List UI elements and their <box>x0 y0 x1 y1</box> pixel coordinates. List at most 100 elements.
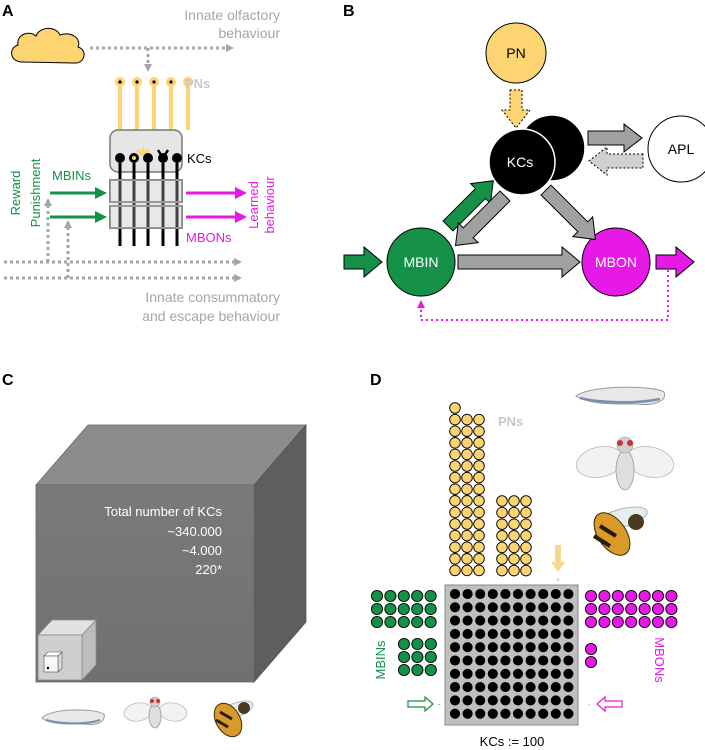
mbin-dot <box>411 650 424 664</box>
mbon-arrows-a <box>186 187 247 223</box>
kc-dot <box>475 588 486 600</box>
pn-dot <box>520 495 532 507</box>
kc-dot <box>563 695 574 706</box>
kc-dot <box>500 668 511 679</box>
mbin-dot-cluster <box>370 589 437 677</box>
pn-dot <box>473 437 485 449</box>
pn-input-arrow-d: + <box>551 545 565 585</box>
innate-olfactory-label-2: behaviour <box>219 25 281 41</box>
panel-d-letter: D <box>370 372 382 389</box>
pn-dot <box>520 564 532 577</box>
mbon-dot <box>584 655 598 669</box>
mbin-dot <box>397 637 411 651</box>
honeybee-icon <box>592 506 648 556</box>
pn-dot <box>449 437 461 449</box>
kc-dot <box>563 668 574 679</box>
kc-dot <box>462 628 473 639</box>
mbin-dot <box>397 663 411 677</box>
kc-dot <box>449 642 461 653</box>
kc-dot <box>475 642 486 653</box>
innate-consummatory-arrows <box>4 198 242 282</box>
pn-dot <box>461 437 473 449</box>
mbon-dot <box>584 642 598 656</box>
pn-dot <box>449 460 461 472</box>
kc-dot <box>475 615 486 626</box>
apl-node <box>647 115 705 183</box>
pn-dot <box>449 483 461 495</box>
mbon-dot <box>584 615 598 629</box>
pn-dot <box>449 564 461 577</box>
pn-node-label: PN <box>506 45 525 61</box>
kc-dot <box>475 695 486 706</box>
mbon-dot <box>584 589 598 603</box>
pn-dot <box>508 564 520 577</box>
kc-dot <box>500 602 511 613</box>
kc-dot <box>487 682 498 693</box>
kc-dot <box>487 642 498 653</box>
kc-dot <box>550 708 561 719</box>
kc-dot <box>487 655 498 666</box>
kc-dot <box>475 668 486 679</box>
panel-b: B PN KCs APL MBIN MBON <box>343 3 705 321</box>
kc-dot <box>538 602 549 613</box>
mbons-label-d: MBONs <box>652 637 667 683</box>
kc-dot <box>462 682 473 693</box>
kc-dot <box>538 655 549 666</box>
mbin-dot <box>411 663 424 677</box>
pn-dot <box>473 541 485 553</box>
innate-consummatory-label-1: Innate consummatory <box>145 289 280 305</box>
kc-dot <box>538 668 549 679</box>
kc-dot <box>500 695 511 706</box>
pn-dot <box>461 541 473 553</box>
kc-dot <box>449 682 461 693</box>
mbon-dot <box>625 615 638 629</box>
mbin-dot <box>397 615 410 629</box>
pn-dot <box>449 506 461 519</box>
kc-dot <box>475 628 486 639</box>
mbin-dot <box>384 589 397 603</box>
mbons-label-a: MBONs <box>186 230 232 245</box>
mbon-dot-cluster <box>584 589 678 669</box>
kc-dot <box>563 655 574 666</box>
pn-node <box>485 22 547 84</box>
kcs-unit-note: KCs := 100 <box>480 734 545 749</box>
kc-dot <box>462 602 473 613</box>
pn-dot <box>461 506 473 519</box>
kc-dot <box>525 708 536 719</box>
pn-dot <box>449 413 461 426</box>
pn-dot <box>461 483 473 495</box>
fruit-fly-icon <box>575 436 675 491</box>
apl-node-label: APL <box>668 141 695 157</box>
kc-dot <box>500 682 511 693</box>
kc-dot <box>500 642 511 653</box>
kc-dot <box>512 588 524 600</box>
kc-dot <box>475 708 486 719</box>
kc-dot <box>462 642 473 653</box>
mbin-dot <box>424 615 437 629</box>
kc-dot <box>538 628 549 639</box>
mbin-dot <box>397 589 410 603</box>
kc-dot <box>449 655 461 666</box>
mbon-dot <box>638 615 651 629</box>
mbin-input-arrow <box>343 245 383 279</box>
mbin-arrows-a <box>50 187 107 223</box>
pn-dot <box>461 518 473 530</box>
kc-dot <box>512 628 524 639</box>
kc-dot <box>563 615 574 626</box>
pn-dot <box>520 530 532 542</box>
kc-dot <box>500 655 511 666</box>
pn-dot <box>449 529 461 542</box>
learned-label-1: Learned <box>246 181 261 229</box>
svg-text:-: - <box>588 700 591 709</box>
pn-dot <box>473 564 485 577</box>
mbon-dot <box>611 602 624 616</box>
kc-dot <box>525 602 536 613</box>
mbin-dot <box>411 615 424 629</box>
mbon-dot <box>584 602 598 616</box>
kc-dot <box>449 695 461 706</box>
kc-dot <box>563 588 574 600</box>
mbins-label-a: MBINs <box>52 168 92 183</box>
mbon-dot <box>665 615 678 629</box>
mbin-dot <box>424 663 437 677</box>
